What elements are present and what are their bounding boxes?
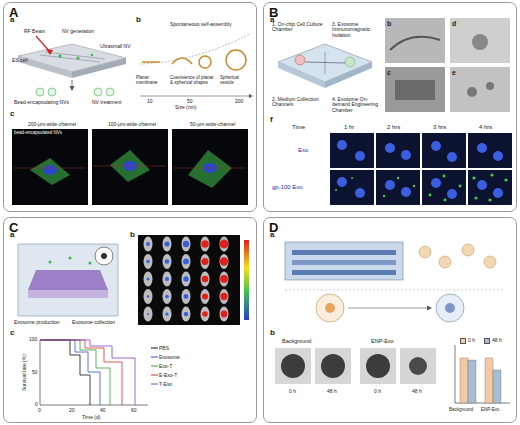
figure-label: Time xyxy=(292,124,305,130)
figure-label: 0 h xyxy=(374,389,381,394)
legend-line xyxy=(151,354,158,360)
legend-text: E-Exo-T xyxy=(159,372,177,378)
legend-line xyxy=(151,372,158,378)
figure-label: 0 xyxy=(38,408,41,413)
figure-label: Spontaneous self-assembly xyxy=(170,22,231,27)
panel-box: B xyxy=(263,2,517,212)
figure-label: 4. Exosome On-demand Engineering Chamber xyxy=(332,97,382,113)
legend-swatch xyxy=(484,338,490,344)
figure-label: 0 h xyxy=(289,389,296,394)
micrographs xyxy=(385,18,510,112)
figure-label: 40 xyxy=(100,408,106,413)
figure-label: Background xyxy=(282,339,311,345)
mouse-grid xyxy=(144,237,229,322)
legend-text: PBS xyxy=(159,345,169,351)
subpanel-letter: a xyxy=(10,231,14,239)
figure-label: RF Beam xyxy=(24,29,45,34)
legend-text: Exo-T xyxy=(159,363,172,369)
figure-label: 50 xyxy=(187,99,193,104)
figure-label: 3. Exosome Immunomagnetic Isolation xyxy=(332,22,382,38)
figure-label: Exosome collection xyxy=(72,320,115,325)
bar-chart xyxy=(455,345,510,403)
legend-swatch xyxy=(460,338,466,344)
subpanel-letter: a xyxy=(10,16,14,24)
figure-label: NV treatment xyxy=(92,100,121,105)
figure-label: Coexistence of planar & spherical shapes xyxy=(170,76,214,85)
figure-label: 50 xyxy=(32,370,38,375)
figure-label: 100-μm-wide-channel xyxy=(108,122,156,127)
figure-label: Survival rate (%) xyxy=(22,348,27,398)
figure-label: 2. Medium Collection Channels xyxy=(272,97,328,108)
figure-label: 2 hrs xyxy=(387,124,400,130)
survival-plot xyxy=(40,340,148,405)
figure-label: 48 h xyxy=(327,389,337,394)
legend-text: T-Exo xyxy=(159,381,172,387)
figure-label: Ultrasmall NV xyxy=(100,44,131,49)
figure-label: Time (d) xyxy=(82,415,100,420)
figure-label: 1. On-chip Cell Culture Chamber xyxy=(272,22,328,33)
figure-label: 20 xyxy=(69,408,75,413)
figure-label: Exosome production xyxy=(14,320,60,325)
subpanel-letter: c xyxy=(387,69,391,76)
bioluminescence-images xyxy=(138,235,249,325)
subpanel-letter: a xyxy=(270,231,274,239)
figure-label: bead-encapsulated NVs xyxy=(14,131,62,136)
figure-label: 200 xyxy=(235,99,243,104)
figure-label: gp-100 Exo xyxy=(272,184,303,190)
subpanel-letter: b xyxy=(387,20,391,27)
legend-line xyxy=(151,345,158,351)
figure-label: 3 hrs xyxy=(433,124,446,130)
figure-label: 100 xyxy=(29,337,37,342)
assembly-plot xyxy=(140,34,253,98)
figure-label: 4 hrs xyxy=(479,124,492,130)
figure-label: ENP-Exo xyxy=(481,408,500,413)
engineering-chip xyxy=(285,242,505,322)
legend-text: 0 h xyxy=(468,337,475,343)
legend-text: Exosome xyxy=(159,354,180,360)
legend-line xyxy=(151,363,158,369)
panel-box: D xyxy=(263,217,517,423)
figure-label: Size (nm) xyxy=(175,105,196,110)
figure-label: Bead-encapsulating NVs xyxy=(14,100,69,105)
figure-label: Planar membrane xyxy=(136,76,168,85)
figure-label: ES cell xyxy=(12,58,28,63)
figure-label: Exo xyxy=(298,147,308,153)
exosome-chip xyxy=(278,44,372,88)
figure-label: ENP-Exo xyxy=(371,339,394,345)
figure-label: Background xyxy=(449,408,473,413)
spheroid-images xyxy=(275,348,436,384)
figure-label: NV generation xyxy=(62,29,94,34)
uptake-images xyxy=(330,133,512,205)
fluorescence-images xyxy=(12,129,248,205)
subpanel-letter: f xyxy=(270,116,273,124)
legend-line xyxy=(151,381,158,387)
subpanel-letter: d xyxy=(452,20,456,27)
figure-label: Spherical vesicle xyxy=(220,76,252,85)
subpanel-letter: c xyxy=(10,110,14,118)
figure-label: 50-μm-wide-channel xyxy=(190,122,235,127)
figure-label: 200-μm-wide-channel xyxy=(28,122,76,127)
figure-label: 60 xyxy=(131,408,137,413)
legend-text: 48 h xyxy=(492,337,502,343)
figure-label: 1 hr xyxy=(344,124,354,130)
figure-label: 10 xyxy=(147,99,153,104)
subpanel-letter: b xyxy=(136,16,141,24)
production-device xyxy=(18,244,118,316)
subpanel-letter: c xyxy=(10,329,14,337)
figure-label: 48 h xyxy=(412,389,422,394)
subpanel-letter: e xyxy=(452,69,456,76)
subpanel-letter: b xyxy=(130,231,135,239)
subpanel-letter: b xyxy=(270,329,275,337)
figure-label: 0 xyxy=(35,402,38,407)
